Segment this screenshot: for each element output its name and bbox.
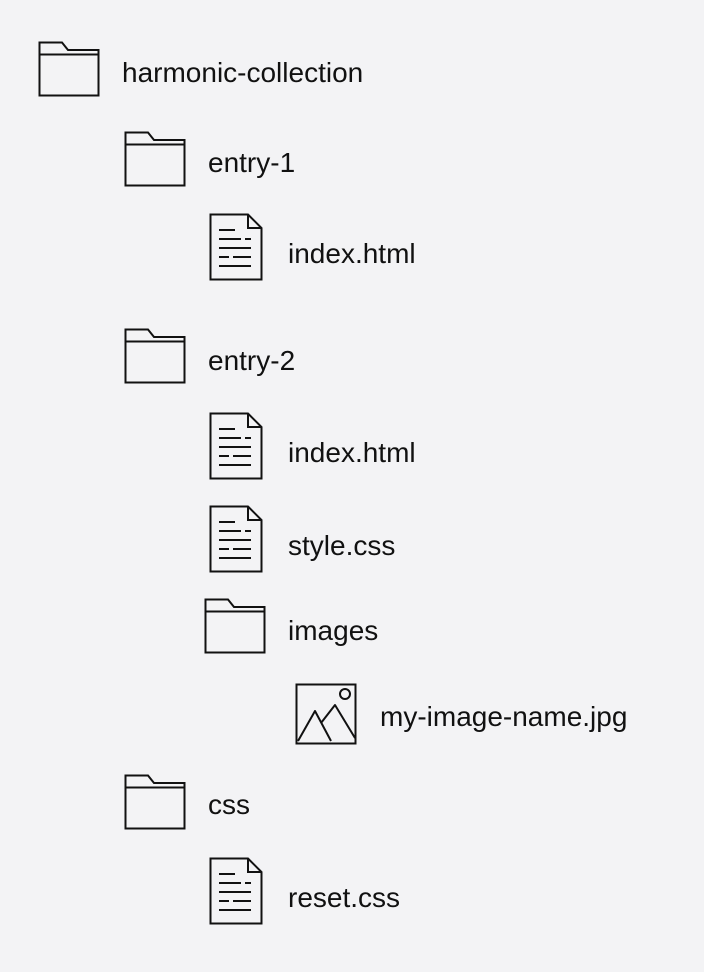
- folder-icon: [124, 131, 186, 187]
- folder-icon: [124, 774, 186, 830]
- file-icon: [209, 505, 263, 573]
- file-label: reset.css: [288, 882, 401, 913]
- folder-label: images: [288, 615, 379, 646]
- folder-label: harmonic-collection: [122, 57, 364, 88]
- file-label: index.html: [288, 437, 416, 468]
- folder-label: entry-2: [208, 345, 296, 376]
- file-label: my-image-name.jpg: [380, 701, 628, 732]
- folder-icon: [204, 598, 266, 654]
- file-label: style.css: [288, 530, 396, 561]
- folder-icon: [124, 328, 186, 384]
- folder-icon: [38, 41, 100, 97]
- file-icon: [209, 857, 263, 925]
- file-icon: [209, 412, 263, 480]
- file-label: index.html: [288, 238, 416, 269]
- folder-label: entry-1: [208, 147, 296, 178]
- file-icon: [209, 213, 263, 281]
- folder-label: css: [208, 789, 250, 820]
- image-icon: [295, 683, 357, 745]
